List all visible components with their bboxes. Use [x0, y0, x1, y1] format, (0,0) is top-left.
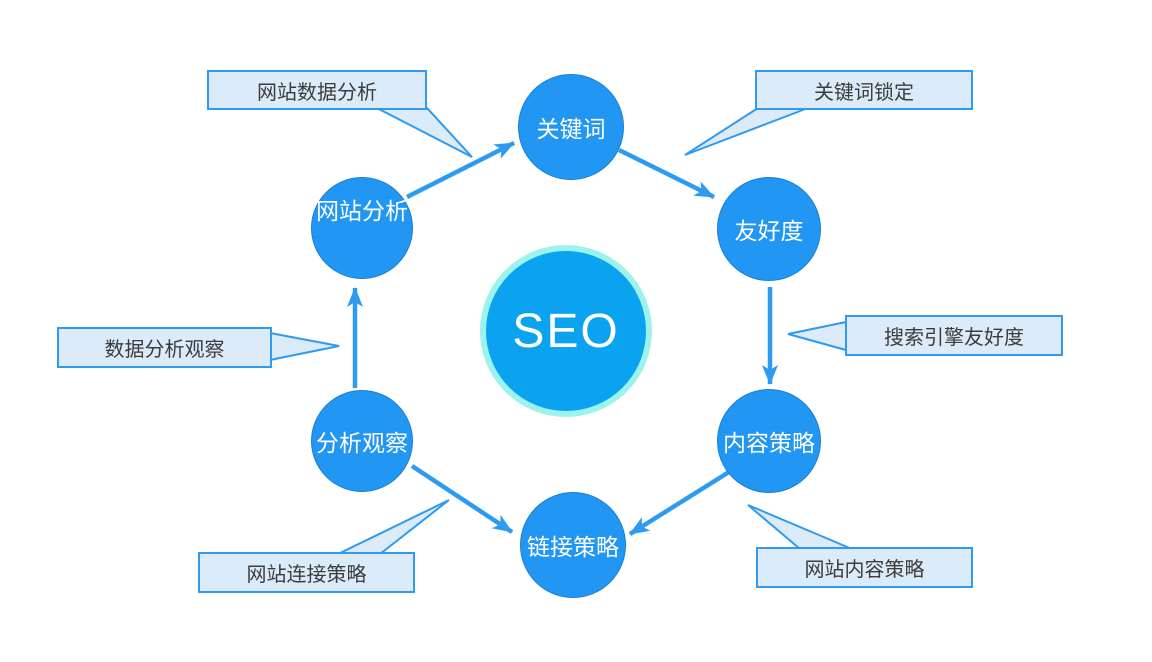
callout-tail-site-content-strategy	[747, 504, 853, 550]
callout-label: 网站内容策略	[804, 559, 925, 581]
node-analysis-observation: 分析观察	[311, 390, 413, 492]
callout-label: 数据分析观察	[104, 339, 225, 361]
callout-label: 网站连接策略	[246, 564, 367, 586]
callout-tail-site-link-strategy	[337, 499, 450, 555]
node-label: 链接策略	[527, 534, 619, 560]
arrow-content-strategy-to-link-strategy	[628, 470, 731, 536]
callout-label: 关键词锁定	[814, 81, 914, 104]
callout-label: 搜索引擎友好度	[884, 327, 1024, 349]
callout-tail-site-data-analysis	[376, 107, 473, 158]
node-label: 分析观察	[316, 430, 408, 456]
callout-label: 网站数据分析	[257, 81, 377, 104]
callout-site-data-analysis: 网站数据分析	[207, 70, 427, 110]
callout-site-link-strategy: 网站连接策略	[198, 552, 415, 593]
node-link-strategy: 链接策略	[520, 492, 626, 598]
node-label: 关键词	[536, 116, 606, 142]
center-node-label: SEO	[512, 304, 620, 358]
callout-keyword-locking: 关键词锁定	[755, 70, 973, 110]
callout-search-engine-friendliness: 搜索引擎友好度	[845, 315, 1063, 356]
node-site-analysis: 网站分析	[311, 177, 413, 279]
arrow-keywords-to-friendliness	[618, 147, 715, 200]
node-content-strategy: 内容策略	[717, 389, 821, 493]
callout-tail-keyword-locking	[684, 107, 809, 156]
node-label: 网站分析	[316, 198, 408, 224]
arrow-site-analysis-to-keywords	[405, 140, 516, 200]
callout-tail-search-engine-friendliness	[787, 320, 847, 352]
node-label: 内容策略	[723, 430, 815, 456]
callout-data-analysis-observation: 数据分析观察	[57, 327, 272, 368]
callout-tail-data-analysis-observation	[269, 331, 340, 362]
callout-site-content-strategy: 网站内容策略	[756, 547, 973, 588]
arrow-analysis-observation-to-link-strategy	[410, 464, 514, 534]
node-keywords: 关键词	[518, 74, 624, 180]
center-node-seo: SEO	[480, 245, 652, 417]
node-label: 友好度	[734, 218, 804, 244]
node-friendliness: 友好度	[717, 177, 821, 281]
